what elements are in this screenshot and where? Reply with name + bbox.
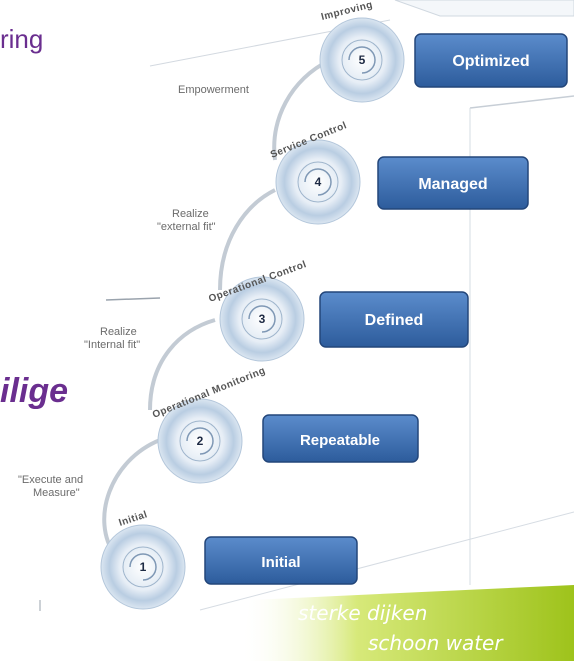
level-4-box: [377, 156, 529, 210]
level-4-inner-circle: [297, 161, 339, 203]
level-2-inner-circle: [179, 420, 221, 462]
level-2-number: 2: [197, 434, 204, 448]
level-4-number: 4: [315, 175, 322, 189]
level-3-inner-circle: [241, 298, 283, 340]
background-text-top: ring: [0, 24, 44, 54]
level-5-inner-circle: [341, 39, 383, 81]
connector-curves: [102, 58, 331, 557]
transition-label-4: Empowerment: [178, 84, 249, 96]
level-1-box: [204, 536, 358, 585]
level-1-inner-circle: [122, 546, 164, 588]
transition-label-2-line2: "Internal fit": [84, 339, 140, 351]
transition-label-3-line1: Realize: [172, 208, 209, 220]
level-5: 5 Improving Optimized: [319, 0, 568, 103]
level-1-label: Initial: [261, 554, 300, 571]
level-3-label: Defined: [365, 312, 424, 329]
transition-label-1-line2: Measure": [33, 487, 80, 499]
transition-label-3-line2: "external fit": [157, 221, 216, 233]
level-1-swirl: [129, 553, 157, 581]
level-5-box: [414, 33, 568, 88]
level-3: 3 Operational Control Defined: [207, 259, 469, 362]
level-1-number: 1: [140, 560, 147, 574]
slogan-band: [240, 585, 574, 661]
level-4: 4 Service Control Managed: [269, 120, 529, 225]
level-2-swirl: [186, 427, 214, 455]
level-4-label: Managed: [418, 176, 487, 193]
level-1: 1 Initial Initial: [100, 509, 358, 610]
slogan-line-2: schoon water: [368, 631, 503, 655]
transition-label-2-line1: Realize: [100, 326, 137, 338]
background-text-middle: ilige: [0, 372, 69, 410]
level-4-swirl: [304, 168, 332, 196]
transition-labels: "Execute and Measure" Realize "Internal …: [18, 84, 249, 499]
level-5-number: 5: [359, 53, 366, 67]
level-2: 2 Operational Monitoring Repeatable: [151, 365, 419, 484]
transition-label-1-line1: "Execute and: [18, 474, 83, 486]
level-3-number: 3: [259, 312, 266, 326]
level-3-swirl: [248, 305, 276, 333]
level-5-swirl: [348, 46, 376, 74]
level-2-box: [262, 414, 419, 463]
level-2-label: Repeatable: [300, 432, 380, 449]
slogan-line-1: sterke dijken: [298, 601, 428, 625]
level-5-label: Optimized: [452, 53, 529, 70]
level-3-box: [319, 291, 469, 348]
